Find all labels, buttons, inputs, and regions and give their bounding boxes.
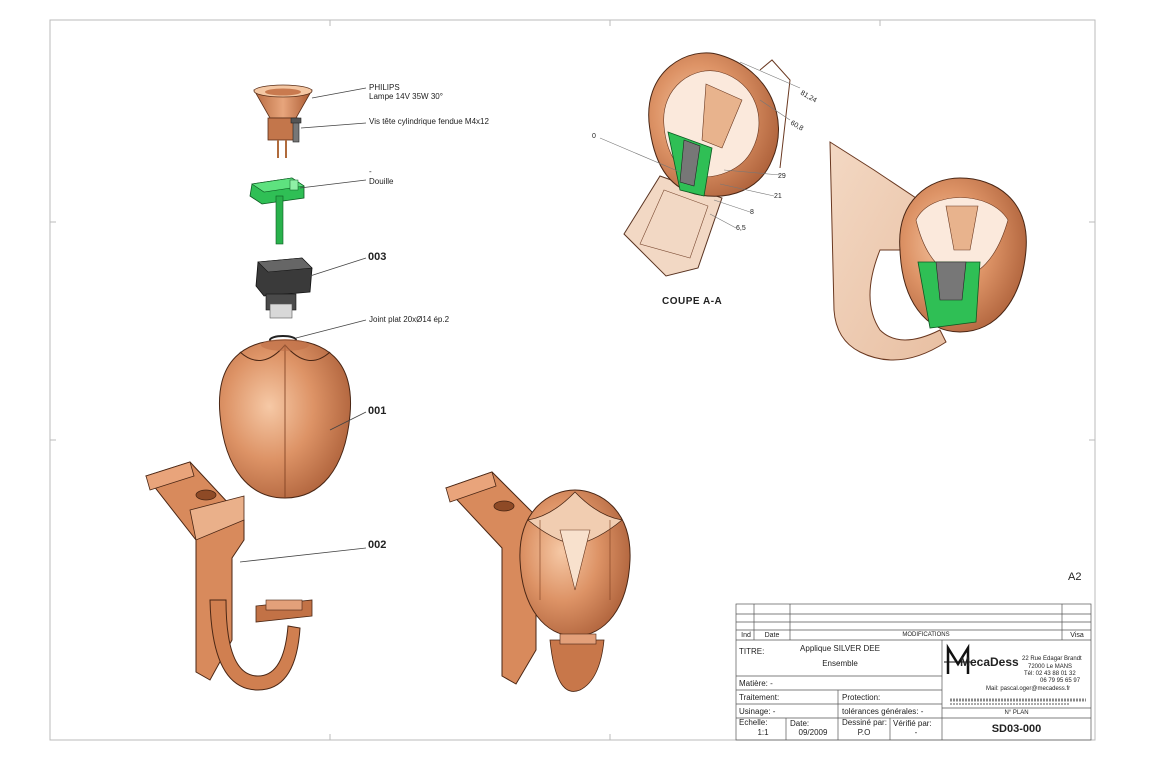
rev-header-date: Date bbox=[764, 632, 780, 639]
part-001-label: 001 bbox=[368, 405, 386, 417]
part-002-bracket bbox=[145, 461, 313, 691]
lamp-brand-label: PHILIPS bbox=[369, 83, 400, 92]
matiere-field: Matière: - bbox=[739, 679, 773, 688]
company-tel: Tél: 02 43 88 01 32 bbox=[1024, 671, 1076, 677]
date-label: Date: bbox=[790, 719, 810, 728]
dim-29: 29 bbox=[778, 173, 786, 180]
gasket-label: Joint plat 20xØ14 ép.2 bbox=[369, 315, 450, 324]
sheet-border bbox=[49, 19, 1096, 741]
assembled-view bbox=[445, 471, 631, 692]
rev-header-modifications: MODIFICATIONS bbox=[902, 632, 950, 638]
screw-label: Vis tête cylindrique fendue M4x12 bbox=[369, 117, 489, 126]
verifie-value: - bbox=[914, 728, 918, 737]
usinage-field: Usinage: - bbox=[739, 707, 776, 716]
dim-0: 0 bbox=[592, 133, 596, 140]
dimension-lines bbox=[599, 61, 801, 229]
part-003-holder bbox=[255, 257, 313, 319]
titre-line2: Ensemble bbox=[822, 659, 858, 668]
socket-label: Douille bbox=[369, 177, 394, 186]
sheet-size-label: A2 bbox=[1068, 571, 1081, 583]
verifie-label: Vérifié par: bbox=[893, 719, 932, 728]
dim-8: 8 bbox=[750, 209, 754, 216]
dim-60-8: 60,8 bbox=[789, 120, 804, 133]
part-003-label: 003 bbox=[368, 251, 386, 263]
tolerances-field: tolérances générales: - bbox=[842, 707, 924, 716]
company-mobile: 06 79 95 65 97 bbox=[1040, 678, 1081, 684]
title-block bbox=[735, 603, 1092, 741]
dessine-value: P.O bbox=[857, 728, 871, 737]
philips-lamp bbox=[253, 84, 313, 158]
rev-header-ind: Ind bbox=[741, 632, 751, 639]
part-002-label: 002 bbox=[368, 539, 386, 551]
titre-line1: Applique SILVER DEE bbox=[800, 644, 880, 653]
section-a-a-view bbox=[623, 52, 791, 277]
date-value: 09/2009 bbox=[798, 728, 828, 737]
plan-number: SD03-000 bbox=[991, 723, 1042, 735]
protection-field: Protection: bbox=[842, 693, 881, 702]
plan-label: N° PLAN bbox=[1004, 710, 1029, 716]
company-address2: 72000 Le MANS bbox=[1028, 664, 1073, 670]
dim-21: 21 bbox=[774, 193, 782, 200]
titre-label: TITRE: bbox=[739, 647, 765, 656]
dim-6-5: 6,5 bbox=[736, 225, 746, 232]
green-socket bbox=[249, 177, 305, 245]
company-logo bbox=[944, 643, 1086, 705]
section-title: COUPE A-A bbox=[662, 296, 722, 307]
traitement-field: Traitement: bbox=[739, 693, 780, 702]
socket-dash-label: - bbox=[369, 167, 372, 176]
leader-lines bbox=[239, 87, 367, 563]
dessine-label: Dessiné par: bbox=[842, 718, 887, 727]
echelle-value: 1:1 bbox=[757, 728, 769, 737]
lamp-spec-label: Lampe 14V 35W 30° bbox=[369, 92, 443, 101]
screw bbox=[290, 117, 302, 143]
company-address1: 22 Rue Edagar Brandt bbox=[1022, 656, 1082, 662]
part-001-shade bbox=[218, 339, 352, 499]
company-name: MecaDess bbox=[960, 655, 1019, 669]
rev-header-visa: Visa bbox=[1070, 632, 1084, 639]
company-mail: Mail: pascal.oger@mecadess.fr bbox=[986, 686, 1071, 692]
dim-81-24: 81,24 bbox=[799, 90, 818, 105]
right-perspective-view bbox=[829, 141, 1027, 361]
echelle-label: Echelle: bbox=[739, 718, 768, 727]
